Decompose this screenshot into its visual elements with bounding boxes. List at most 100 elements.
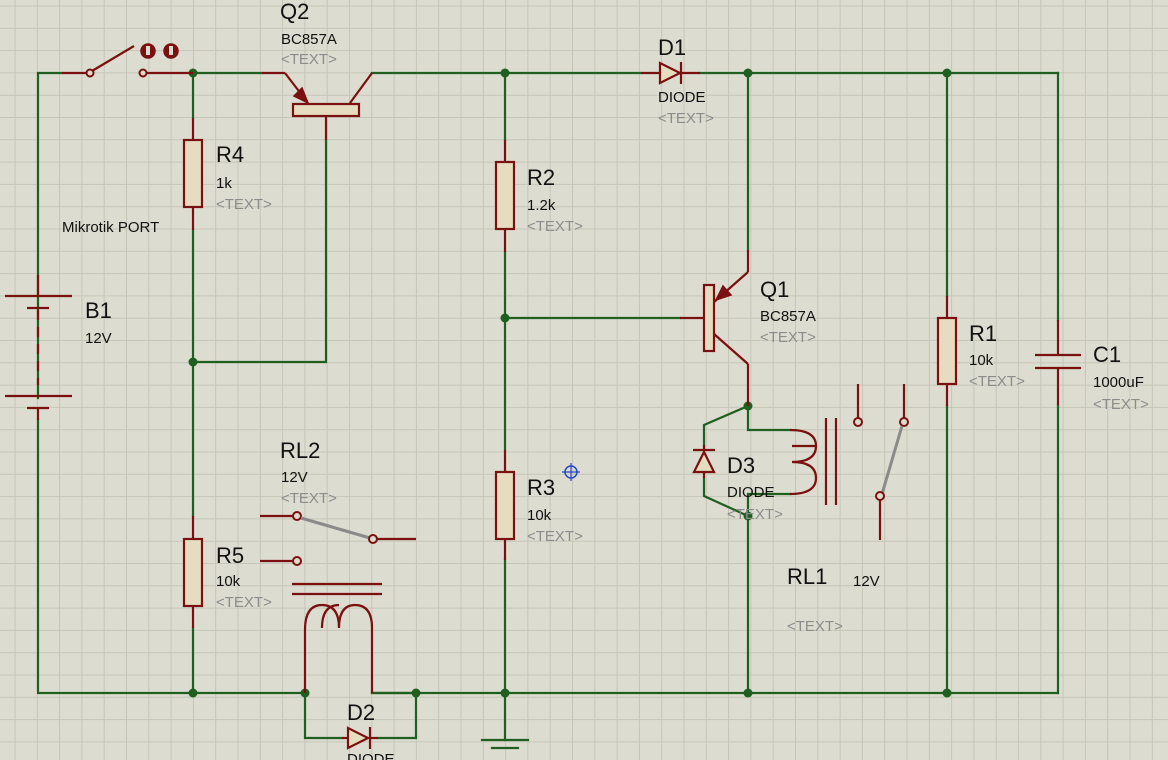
r5-body xyxy=(182,537,204,608)
r3-resistor[interactable] xyxy=(494,450,516,560)
r2-text-placeholder: <TEXT> xyxy=(527,218,583,235)
wire-q2-base xyxy=(191,138,328,364)
q2-ref-label: Q2 xyxy=(280,0,309,24)
r2-body xyxy=(494,160,516,231)
rl2-contact xyxy=(292,511,302,521)
ground-icon xyxy=(480,738,530,750)
wire-d3-bottom xyxy=(702,476,750,518)
d1-ref-label: D1 xyxy=(658,35,686,60)
r5-ref-label: R5 xyxy=(216,543,244,568)
d3-triangle xyxy=(692,449,716,474)
q1-text-placeholder: <TEXT> xyxy=(760,329,816,346)
rl2-armature xyxy=(300,516,371,540)
rl1-contact xyxy=(853,417,863,427)
d2-diode[interactable] xyxy=(342,726,378,750)
d3-diode[interactable] xyxy=(692,445,716,478)
r5-resistor[interactable] xyxy=(182,516,204,628)
wire-coil-bottom xyxy=(746,492,792,518)
wire-coil-top xyxy=(746,404,792,432)
r1-body xyxy=(936,316,958,386)
node xyxy=(411,688,421,698)
q1-arrow-icon xyxy=(714,284,733,302)
switch-contact xyxy=(85,68,95,78)
r4-resistor[interactable] xyxy=(182,118,204,230)
rl1-ref-label: RL1 xyxy=(787,564,827,589)
rl1-coil xyxy=(789,428,818,496)
r4-ref-label: R4 xyxy=(216,142,244,167)
d1-triangle xyxy=(658,61,683,85)
r1-resistor[interactable] xyxy=(936,296,958,406)
node xyxy=(500,688,510,698)
c1-value-label: 1000uF xyxy=(1093,374,1144,391)
q1-body xyxy=(702,283,716,353)
rl1-relay[interactable] xyxy=(789,384,909,540)
rl1-armature xyxy=(880,425,904,495)
r3-text-placeholder: <TEXT> xyxy=(527,528,583,545)
cursor-crosshair-icon xyxy=(562,463,580,481)
wire-d3-top xyxy=(702,404,750,447)
node xyxy=(500,313,510,323)
wire-d2-left xyxy=(303,691,344,740)
c1-capacitor[interactable] xyxy=(1035,320,1081,405)
rl2-relay[interactable] xyxy=(260,511,416,693)
r4-body xyxy=(182,138,204,209)
q1-collector-line xyxy=(713,333,749,365)
rl1-contact xyxy=(899,417,909,427)
r2-resistor[interactable] xyxy=(494,140,516,252)
rl1-text-placeholder: <TEXT> xyxy=(787,618,843,635)
q1-value-label: BC857A xyxy=(760,308,816,325)
wire-left-top xyxy=(36,71,64,400)
d3-text-placeholder: <TEXT> xyxy=(727,506,783,523)
switch-lever xyxy=(91,45,135,72)
d2-triangle xyxy=(346,726,371,750)
switch-contact xyxy=(138,68,148,78)
switch-component[interactable] xyxy=(62,43,193,78)
rl2-text-placeholder: <TEXT> xyxy=(281,490,337,507)
b1-ref-label: B1 xyxy=(85,298,112,323)
q1-transistor[interactable] xyxy=(680,250,750,406)
rl2-value-label: 12V xyxy=(281,469,308,486)
r4-text-placeholder: <TEXT> xyxy=(216,196,272,213)
r2-ref-label: R2 xyxy=(527,165,555,190)
node xyxy=(743,68,753,78)
b1-battery[interactable] xyxy=(5,275,72,420)
wire-bottom-left xyxy=(36,418,307,695)
rl1-contact xyxy=(875,491,885,501)
q1-ref-label: Q1 xyxy=(760,277,789,302)
r5-value-label: 10k xyxy=(216,573,241,590)
b1-value-label: 12V xyxy=(85,330,112,347)
node xyxy=(188,357,198,367)
q2-transistor[interactable] xyxy=(262,71,373,140)
rl1-value-label: 12V xyxy=(853,573,880,590)
d1-text-placeholder: <TEXT> xyxy=(658,110,714,127)
r1-value-label: 10k xyxy=(969,352,994,369)
d2-value-label: DIODE xyxy=(347,751,395,760)
rl2-ref-label: RL2 xyxy=(280,438,320,463)
node xyxy=(942,68,952,78)
r3-body xyxy=(494,470,516,541)
wire-d2-right xyxy=(376,691,418,740)
node xyxy=(188,688,198,698)
d1-value-label: DIODE xyxy=(658,89,706,106)
d3-value-label: DIODE xyxy=(727,484,775,501)
c1-text-placeholder: <TEXT> xyxy=(1093,396,1149,413)
node xyxy=(500,68,510,78)
rl2-contact xyxy=(292,556,302,566)
rl2-contact xyxy=(368,534,378,544)
q2-value-label: BC857A xyxy=(281,31,337,48)
q2-text-placeholder: <TEXT> xyxy=(281,51,337,68)
indicator-mark xyxy=(146,46,150,55)
d2-ref-label: D2 xyxy=(347,700,375,725)
c1-ref-label: C1 xyxy=(1093,342,1121,367)
rl2-coil xyxy=(303,603,374,693)
r5-text-placeholder: <TEXT> xyxy=(216,594,272,611)
d1-diode[interactable] xyxy=(641,61,700,85)
junction-nodes xyxy=(188,68,952,698)
r1-ref-label: R1 xyxy=(969,321,997,346)
r2-value-label: 1.2k xyxy=(527,197,556,214)
node xyxy=(743,511,753,521)
r3-ref-label: R3 xyxy=(527,475,555,500)
node xyxy=(942,688,952,698)
